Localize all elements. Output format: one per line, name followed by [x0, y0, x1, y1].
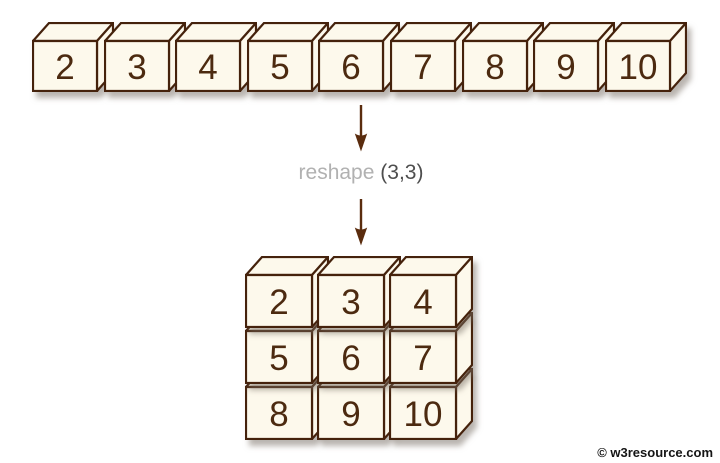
- array-cube: 9: [533, 22, 615, 92]
- cube-value: 9: [341, 395, 360, 434]
- cube-value: 6: [341, 339, 360, 378]
- cube-value: 5: [270, 48, 289, 87]
- cube-front-face: [462, 39, 529, 92]
- cube-value: 6: [341, 48, 360, 87]
- cube-front-face: [175, 39, 242, 92]
- cube-front-face: [318, 39, 385, 92]
- cube-value: 5: [269, 339, 288, 378]
- cube-front-face: [32, 39, 99, 92]
- array-cube: 2: [32, 22, 114, 92]
- cube-front-face: [605, 39, 672, 92]
- array-cube: 8: [462, 22, 544, 92]
- cube-value: 10: [619, 48, 658, 87]
- matrix-row: 2 3 4: [245, 256, 495, 328]
- cube-value: 8: [485, 48, 504, 87]
- cube-front-face: [389, 273, 458, 328]
- cube-front-face: [247, 39, 314, 92]
- cube-front-face: [317, 385, 386, 440]
- array-cube: 10: [605, 22, 687, 92]
- cube-front-face: [104, 39, 171, 92]
- array-cube: 4: [175, 22, 257, 92]
- cube-front-face: [317, 273, 386, 328]
- array-cube: 5: [247, 22, 329, 92]
- matrix-cube: 4: [389, 256, 473, 328]
- cube-value: 4: [413, 283, 432, 322]
- down-arrow-icon: [354, 199, 368, 246]
- cube-front-face: [245, 329, 314, 384]
- cube-value: 7: [413, 48, 432, 87]
- cube-value: 2: [55, 48, 74, 87]
- cube-front-face: [245, 273, 314, 328]
- array-cube: 7: [390, 22, 472, 92]
- matrix-cube: 9: [317, 368, 401, 440]
- cube-front-face: [389, 385, 458, 440]
- cube-value: 3: [341, 283, 360, 322]
- down-arrow-icon: [354, 105, 368, 152]
- reshape-operation-name: reshape: [298, 161, 375, 184]
- cube-front-face: [389, 329, 458, 384]
- cube-value: 9: [556, 48, 575, 87]
- cube-value: 3: [127, 48, 146, 87]
- cube-front-face: [245, 385, 314, 440]
- reshape-operation-args: (3,3): [380, 161, 424, 184]
- cube-value: 4: [198, 48, 217, 87]
- cube-front-face: [390, 39, 457, 92]
- reshape-label: reshape (3,3): [211, 160, 511, 186]
- watermark: © w3resource.com: [597, 445, 713, 460]
- cube-value: 2: [269, 283, 288, 322]
- cube-value: 7: [413, 339, 432, 378]
- cube-value: 8: [269, 395, 288, 434]
- cube-front-face: [317, 329, 386, 384]
- matrix-cube: 3: [317, 256, 401, 328]
- array-cube: 3: [104, 22, 186, 92]
- array-cube: 6: [318, 22, 400, 92]
- cube-front-face: [533, 39, 600, 92]
- cube-value: 10: [404, 395, 443, 434]
